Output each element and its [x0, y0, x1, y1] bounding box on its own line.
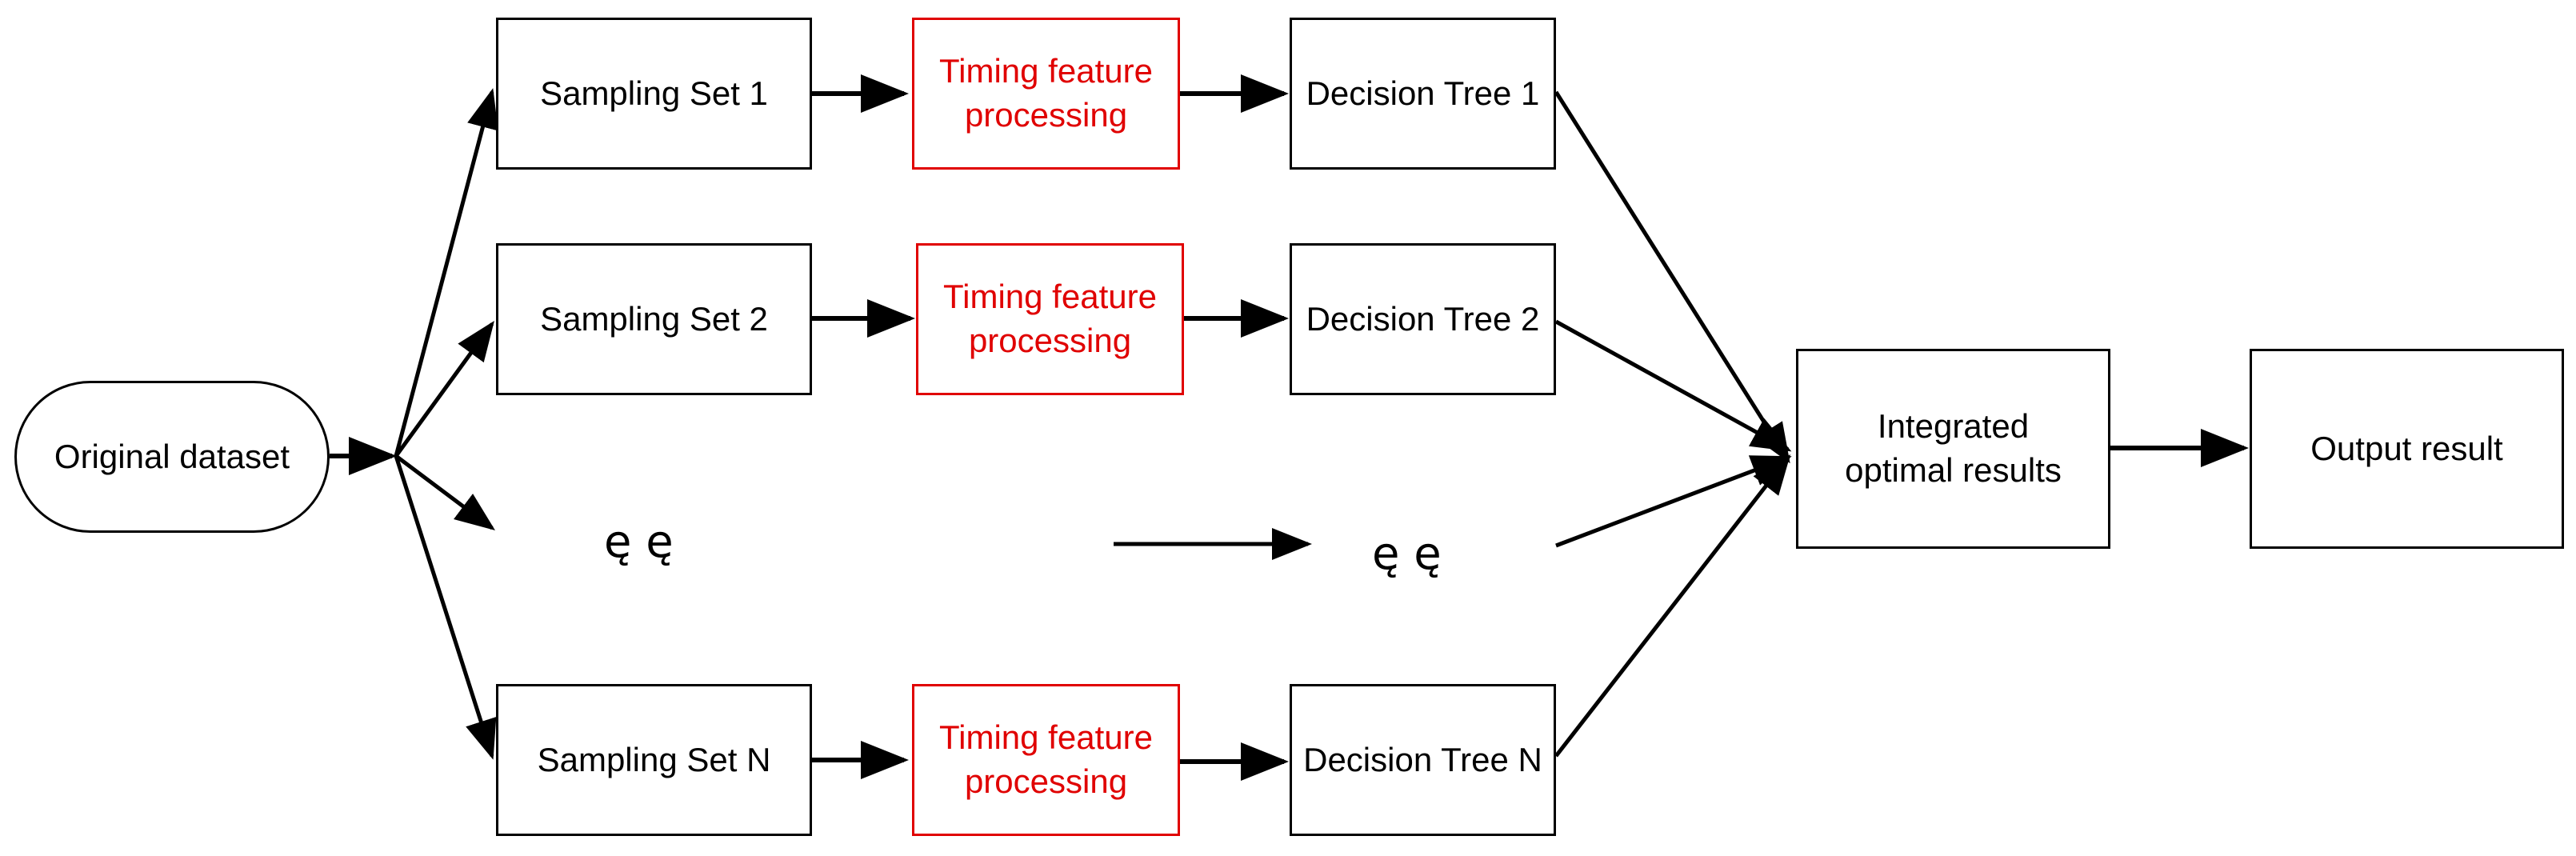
integrated-optimal-results-node: Integrated optimal results	[1796, 349, 2110, 549]
timing-feature-processing-1-node: Timing feature processing	[912, 18, 1180, 170]
decision-tree-1-label: Decision Tree 1	[1306, 74, 1540, 112]
edge-fan-to-sampling-2	[394, 320, 494, 458]
sampling-set-n-label: Sampling Set N	[537, 740, 771, 778]
output-result-node: Output result	[2250, 349, 2564, 549]
decision-tree-2-label: Decision Tree 2	[1306, 299, 1540, 338]
output-result-label: Output result	[2310, 429, 2503, 467]
decision-tree-n-label: Decision Tree N	[1303, 740, 1542, 778]
edge-fan-to-sampling-n	[394, 455, 497, 760]
edge-tree-1-to-integrated	[1554, 90, 1790, 464]
edge-tree-n-to-integrated	[1554, 454, 1791, 758]
integrated-optimal-results-label: Integrated optimal results	[1845, 407, 2062, 489]
ellipsis-left: ę ę	[604, 516, 674, 568]
original-dataset-label: Original dataset	[54, 437, 290, 475]
decision-tree-2-node: Decision Tree 2	[1290, 243, 1556, 395]
edge-ellipsis-to-integrated	[1555, 455, 1792, 548]
decision-tree-n-node: Decision Tree N	[1290, 684, 1556, 836]
sampling-set-1-node: Sampling Set 1	[496, 18, 812, 170]
sampling-set-2-node: Sampling Set 2	[496, 243, 812, 395]
timing-feature-processing-n-node: Timing feature processing	[912, 684, 1180, 836]
timing-feature-processing-n-label: Timing feature processing	[939, 718, 1153, 800]
edge-fan-to-sampling-1	[394, 88, 498, 457]
edge-fan-to-ellipsis	[394, 454, 495, 530]
timing-feature-processing-2-node: Timing feature processing	[916, 243, 1184, 395]
edge-tree-2-to-integrated	[1554, 319, 1792, 452]
sampling-set-1-label: Sampling Set 1	[540, 74, 768, 112]
timing-feature-processing-2-label: Timing feature processing	[943, 278, 1157, 359]
ellipsis-right: ę ę	[1372, 528, 1442, 580]
decision-tree-1-node: Decision Tree 1	[1290, 18, 1556, 170]
timing-feature-processing-1-label: Timing feature processing	[939, 52, 1153, 134]
original-dataset-node: Original dataset	[14, 381, 330, 533]
sampling-set-n-node: Sampling Set N	[496, 684, 812, 836]
sampling-set-2-label: Sampling Set 2	[540, 299, 768, 338]
